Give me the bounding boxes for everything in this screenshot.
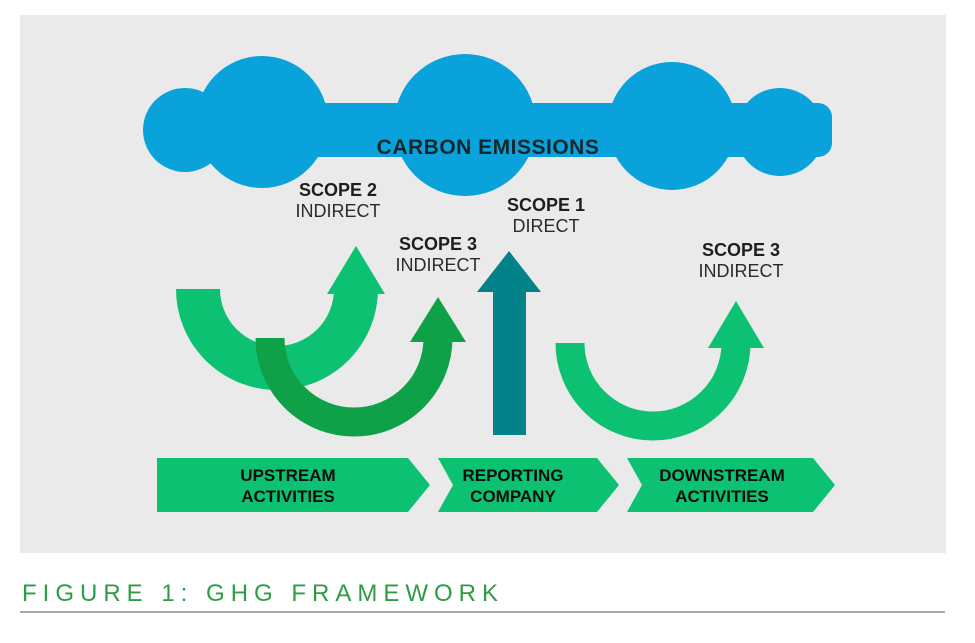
scope3-upstream-label: SCOPE 3 INDIRECT <box>396 234 481 276</box>
upstream-banner-label: UPSTREAM ACTIVITIES <box>240 465 335 507</box>
scope1-arrowhead-icon <box>477 251 541 292</box>
activity-banners <box>157 458 835 512</box>
scope2-title: SCOPE 2 <box>298 180 378 200</box>
downstream-line2: ACTIVITIES <box>675 487 769 506</box>
scope2-subtitle: INDIRECT <box>295 201 381 221</box>
scope3-downstream-label: SCOPE 3 INDIRECT <box>699 240 784 282</box>
scope3-upstream-title: SCOPE 3 <box>398 234 478 254</box>
scope1-arrow <box>477 251 541 435</box>
figure-caption: FIGURE 1: GHG FRAMEWORK <box>22 580 505 607</box>
scope1-label: SCOPE 1 DIRECT <box>507 195 585 237</box>
downstream-line1: DOWNSTREAM <box>659 466 785 485</box>
reporting-line1: REPORTING <box>462 466 564 485</box>
scope1-title: SCOPE 1 <box>506 195 586 215</box>
scope2-arrow <box>176 246 385 390</box>
downstream-banner-label: DOWNSTREAM ACTIVITIES <box>659 465 785 507</box>
reporting-banner-shape <box>438 458 619 512</box>
downstream-banner-shape <box>627 458 835 512</box>
scope1-subtitle: DIRECT <box>512 216 580 236</box>
upstream-line2: ACTIVITIES <box>241 487 335 506</box>
scope2-arrowhead-icon <box>327 246 385 294</box>
scope3-downstream-subtitle: INDIRECT <box>698 261 784 281</box>
scope3-downstream-arrow <box>555 301 764 441</box>
upstream-line1: UPSTREAM <box>240 466 336 485</box>
carbon-emissions-label: CARBON EMISSIONS <box>376 136 600 159</box>
scope3-downstream-arrowhead-icon <box>708 301 764 348</box>
scope3-upstream-subtitle: INDIRECT <box>395 255 481 275</box>
reporting-line2: COMPANY <box>470 487 556 506</box>
carbon-cloud-icon <box>143 54 832 196</box>
scope3-upstream-arrowhead-icon <box>410 297 466 342</box>
caption-divider <box>20 611 945 613</box>
scope3-downstream-title: SCOPE 3 <box>701 240 781 260</box>
scope3-upstream-arrow <box>255 297 466 437</box>
reporting-banner-label: REPORTING COMPANY <box>462 465 563 507</box>
upstream-banner-shape <box>157 458 430 512</box>
scope2-label: SCOPE 2 INDIRECT <box>296 180 381 222</box>
